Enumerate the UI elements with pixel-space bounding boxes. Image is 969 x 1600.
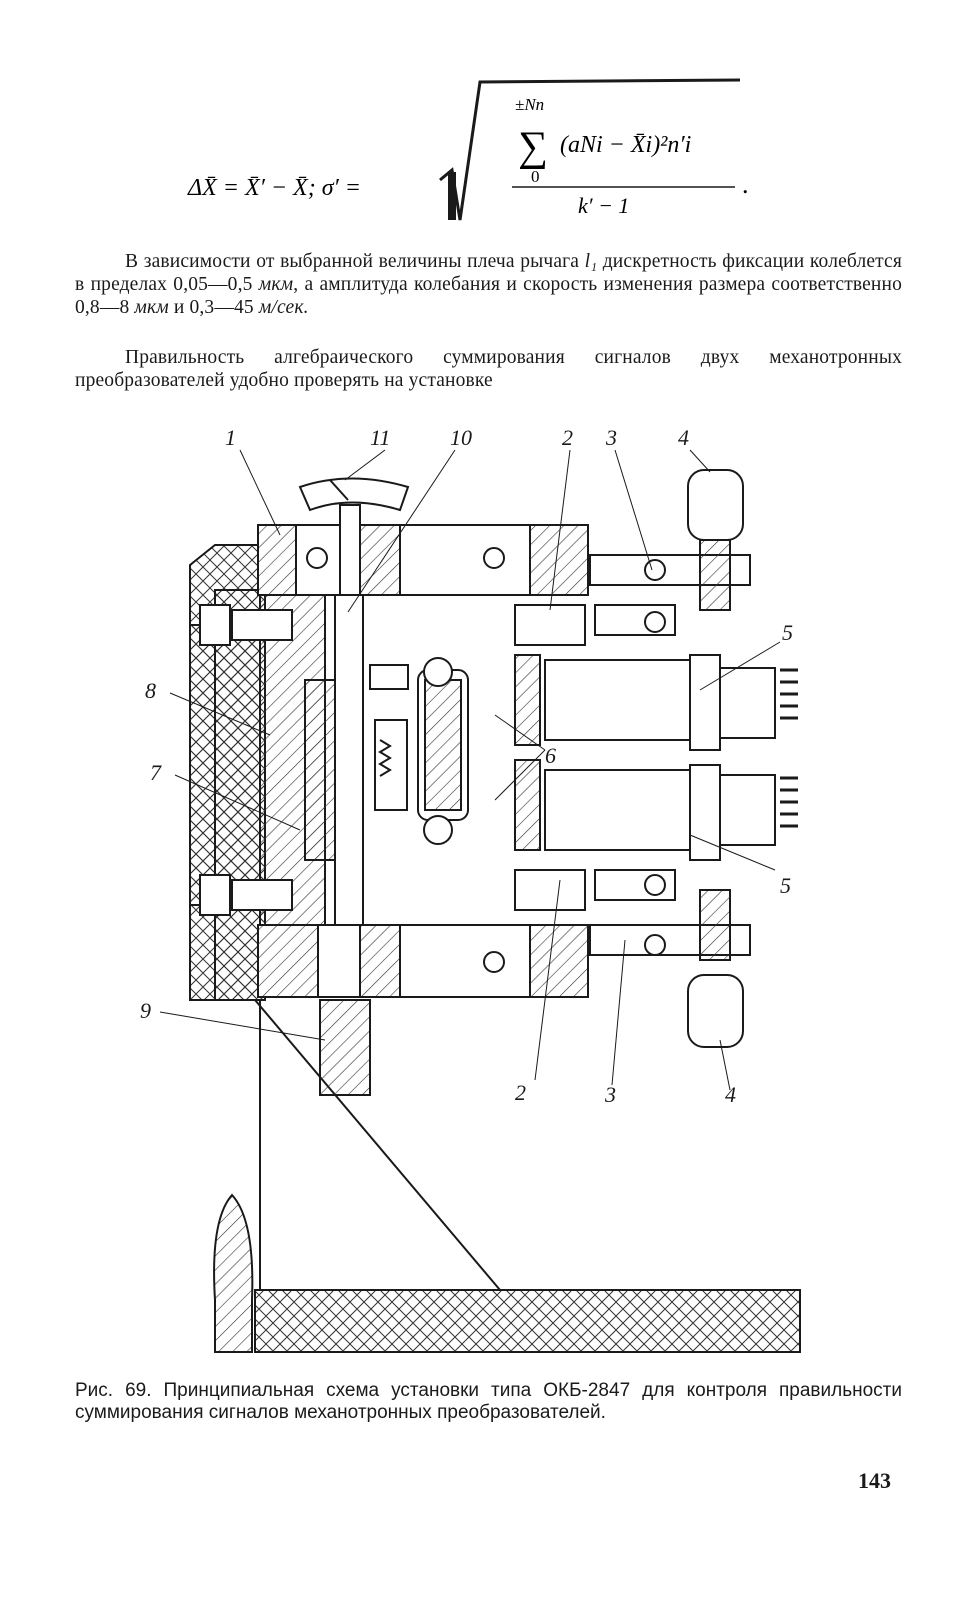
paragraph-1: В зависимости от выбранной величины плеч… [75, 251, 902, 318]
formula-lhs: ΔX̄ = X̄′ − X̄; σ′ = [187, 175, 361, 201]
label-2-bottom: 2 [515, 1080, 526, 1105]
formula-numerator: (aNi − X̄i)²n′i [560, 132, 691, 158]
formula-denominator: k′ − 1 [578, 193, 629, 218]
formula: ΔX̄ = X̄′ − X̄; σ′ = ±Nn ∑ 0 (aNi − X̄i)… [187, 78, 749, 221]
label-3-top: 3 [605, 425, 617, 450]
label-5-top: 5 [782, 620, 793, 645]
label-5-bottom: 5 [780, 873, 791, 898]
central-mechanism [369, 657, 469, 845]
lower-right-assembly [514, 759, 798, 1048]
label-11: 11 [370, 425, 390, 450]
central-rod [199, 594, 364, 926]
label-8: 8 [145, 678, 156, 703]
formula-end: . [742, 170, 749, 199]
label-4-top: 4 [678, 425, 689, 450]
page-number: 143 [858, 1468, 891, 1493]
figure-caption: Рис. 69. Принципиальная схема установки … [75, 1380, 902, 1423]
lower-block [257, 924, 589, 1096]
paragraph-2: Правильность алгебраического суммировани… [75, 347, 902, 391]
label-6: 6 [545, 743, 556, 768]
label-9: 9 [140, 998, 151, 1023]
upper-right-assembly [514, 469, 798, 751]
label-4-bottom: 4 [725, 1082, 736, 1107]
dial-indicator [298, 477, 410, 512]
label-7: 7 [150, 760, 162, 785]
label-3-bottom: 3 [604, 1082, 616, 1107]
leader-lines [159, 449, 781, 1091]
label-2-top: 2 [562, 425, 573, 450]
sum-sigma: ∑ [518, 124, 548, 170]
sum-lower-limit: 0 [531, 167, 540, 186]
label-10: 10 [450, 425, 472, 450]
label-1: 1 [225, 425, 236, 450]
upper-block [257, 504, 589, 596]
technical-drawing: 1 11 10 2 3 4 5 6 5 8 7 9 2 3 4 [140, 425, 801, 1353]
sum-upper-limit: ±Nn [515, 95, 544, 114]
